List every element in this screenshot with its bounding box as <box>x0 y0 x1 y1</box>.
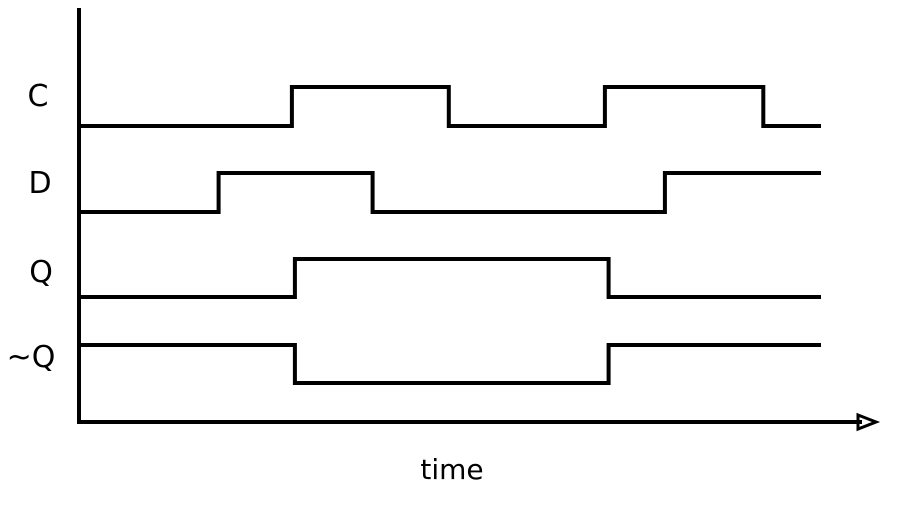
waveform-q-not <box>81 343 821 385</box>
x-axis-arrowhead <box>856 412 881 432</box>
axes <box>77 8 881 432</box>
waveform-data <box>81 171 821 214</box>
waveform-clock <box>81 85 821 128</box>
signal-label-q-not: ~Q <box>7 340 56 375</box>
signal-label-data: D <box>28 166 51 201</box>
signal-labels: C D Q ~Q <box>7 79 56 375</box>
waveform-q <box>81 257 821 299</box>
signal-label-clock: C <box>28 79 49 114</box>
signal-label-q: Q <box>29 255 53 290</box>
x-axis-label: time <box>420 453 483 486</box>
waveforms <box>81 85 821 385</box>
